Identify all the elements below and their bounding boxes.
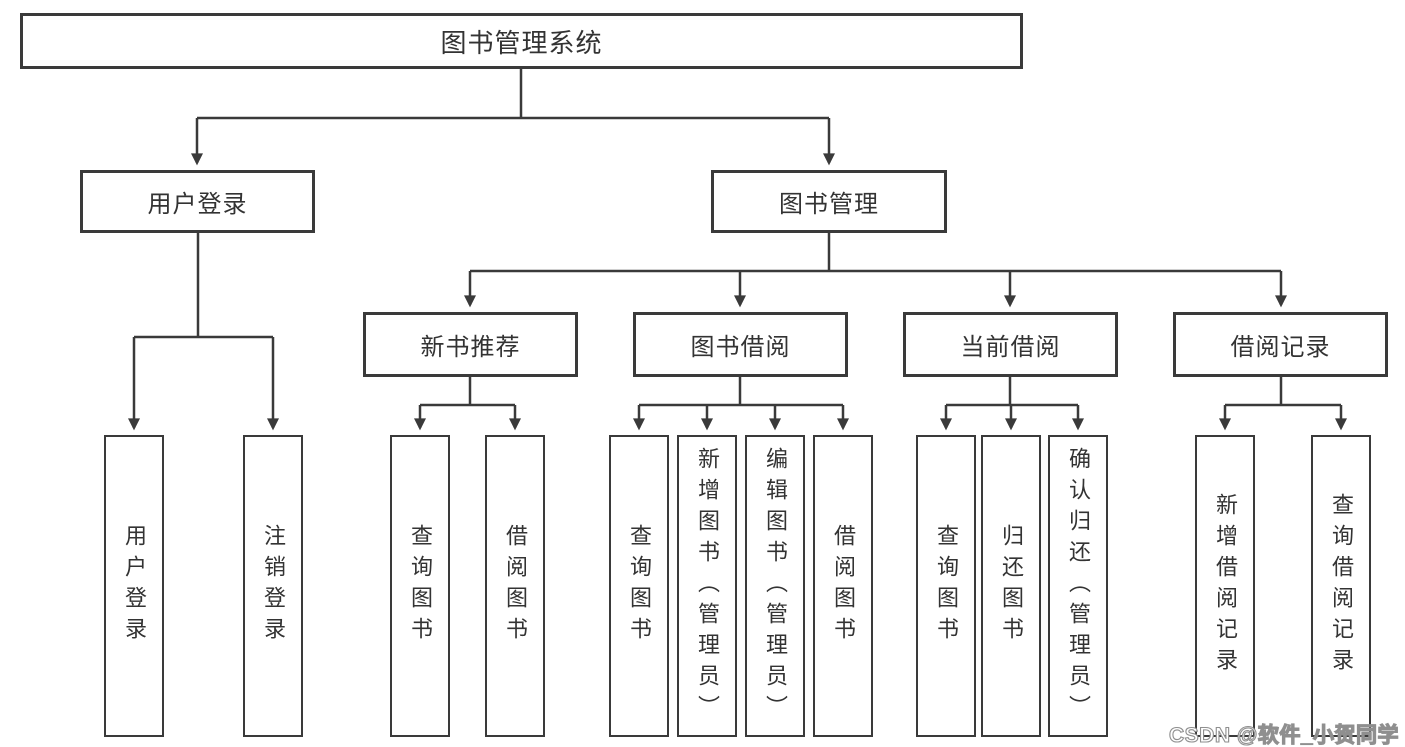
leaf-user-login: 用户登录 bbox=[104, 435, 164, 737]
leaf-current-confirm-return-admin: 确认归还（管理员） bbox=[1048, 435, 1108, 737]
leaf-borrow-query-book-label: 查询图书 bbox=[627, 524, 652, 648]
leaf-logout: 注销登录 bbox=[243, 435, 303, 737]
leaf-record-query-record: 查询借阅记录 bbox=[1311, 435, 1371, 737]
leaf-record-add-record-label: 新增借阅记录 bbox=[1213, 493, 1238, 679]
leaf-logout-label: 注销登录 bbox=[261, 524, 286, 648]
leaf-current-query-book-label: 查询图书 bbox=[934, 524, 959, 648]
node-book-management-label: 图书管理 bbox=[779, 191, 879, 218]
leaf-current-query-book: 查询图书 bbox=[916, 435, 976, 737]
leaf-borrow-borrow-book-label: 借阅图书 bbox=[831, 524, 856, 648]
node-book-borrow: 图书借阅 bbox=[633, 312, 848, 377]
node-root: 图书管理系统 bbox=[20, 13, 1023, 69]
node-new-book-recommend: 新书推荐 bbox=[363, 312, 578, 377]
node-root-label: 图书管理系统 bbox=[440, 27, 603, 58]
leaf-newrec-borrow-book-label: 借阅图书 bbox=[503, 524, 528, 648]
node-current-borrow-label: 当前借阅 bbox=[960, 334, 1061, 361]
leaf-current-return-book-label: 归还图书 bbox=[999, 524, 1024, 648]
node-book-management: 图书管理 bbox=[711, 170, 947, 233]
leaf-borrow-borrow-book: 借阅图书 bbox=[813, 435, 873, 737]
node-borrow-record: 借阅记录 bbox=[1173, 312, 1388, 377]
leaf-record-query-record-label: 查询借阅记录 bbox=[1329, 493, 1354, 679]
node-book-borrow-label: 图书借阅 bbox=[690, 334, 791, 361]
leaf-newrec-borrow-book: 借阅图书 bbox=[485, 435, 545, 737]
leaf-user-login-label: 用户登录 bbox=[122, 524, 147, 648]
leaf-borrow-query-book: 查询图书 bbox=[609, 435, 669, 737]
leaf-current-confirm-return-admin-label: 确认归还（管理员） bbox=[1066, 446, 1091, 726]
node-borrow-record-label: 借阅记录 bbox=[1230, 334, 1331, 361]
leaf-borrow-add-book-admin-label: 新增图书（管理员） bbox=[695, 446, 720, 726]
node-new-book-recommend-label: 新书推荐 bbox=[420, 334, 521, 361]
connector-group bbox=[128, 69, 1347, 431]
leaf-record-add-record: 新增借阅记录 bbox=[1195, 435, 1255, 737]
leaf-current-return-book: 归还图书 bbox=[981, 435, 1041, 737]
node-user-login: 用户登录 bbox=[80, 170, 315, 233]
leaf-borrow-add-book-admin: 新增图书（管理员） bbox=[677, 435, 737, 737]
leaf-borrow-edit-book-admin-label: 编辑图书（管理员） bbox=[763, 446, 788, 726]
csdn-watermark: CSDN @软件_小贺同学 bbox=[1168, 723, 1399, 747]
leaf-newrec-query-book: 查询图书 bbox=[390, 435, 450, 737]
leaf-newrec-query-book-label: 查询图书 bbox=[408, 524, 433, 648]
node-current-borrow: 当前借阅 bbox=[903, 312, 1118, 377]
leaf-borrow-edit-book-admin: 编辑图书（管理员） bbox=[745, 435, 805, 737]
node-user-login-label: 用户登录 bbox=[147, 191, 248, 218]
